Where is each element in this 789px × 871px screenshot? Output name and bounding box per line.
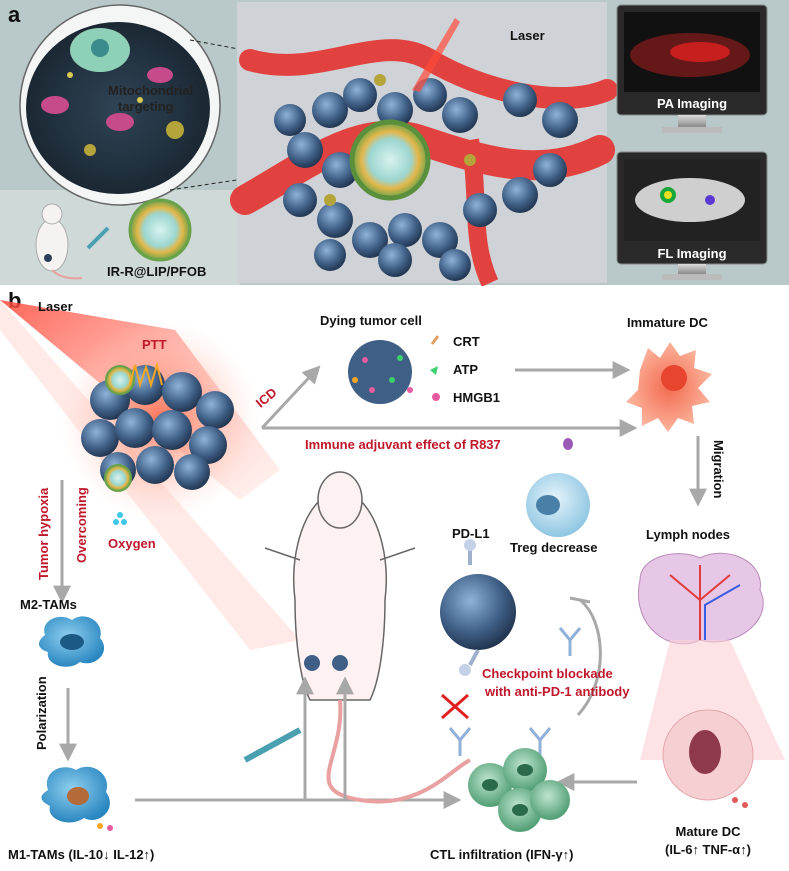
- nanoparticle-small: [166, 121, 184, 139]
- laser-label-b: Laser: [38, 299, 73, 314]
- syringe-icon: [86, 226, 110, 250]
- cell-body: [26, 22, 210, 194]
- atp-label: ATP: [453, 362, 478, 377]
- hmgb1-icon: [432, 393, 440, 401]
- mouse-tail: [326, 699, 471, 804]
- liposome: [349, 119, 431, 201]
- tumor-scene: Laser: [230, 2, 618, 287]
- cell-zoom: Mitochondrial targeting: [19, 4, 221, 206]
- atp-icon: [430, 366, 438, 375]
- syringe-icon: [243, 727, 302, 763]
- block-x-icon: [441, 693, 469, 720]
- pdl1-tumor-cell: [440, 574, 516, 650]
- inhibit-arrow: [576, 598, 602, 717]
- pa-monitor: PA Imaging: [616, 4, 768, 133]
- ptt-tumor: [81, 365, 234, 490]
- mouse-large: [264, 471, 471, 804]
- antibody-icon: [558, 627, 582, 656]
- oxygen-icon: [113, 519, 119, 525]
- crt-label: CRT: [453, 334, 480, 349]
- r837-icon: [563, 438, 573, 450]
- immature-dc-label: Immature DC: [627, 315, 709, 330]
- ptt-label: PTT: [142, 337, 167, 352]
- nanoparticle-label: IR-R@LIP/PFOB: [107, 264, 206, 279]
- laser-fiber: [412, 18, 460, 92]
- m1-tams-label: M1-TAMs (IL-10↓ IL-12↑): [8, 847, 154, 862]
- mitochondrion: [41, 96, 69, 114]
- fl-label: FL Imaging: [657, 246, 726, 261]
- pa-label: PA Imaging: [657, 96, 727, 111]
- tumor-cells: [274, 78, 578, 281]
- tumor-hypoxia-label: Tumor hypoxia: [36, 487, 51, 580]
- mouse-small: [35, 203, 83, 280]
- immune-adjuvant-text: Immune adjuvant effect of R837: [305, 437, 501, 452]
- pdl1-label: PD-L1: [452, 526, 490, 541]
- mitochondrial-targeting-text: Mitochondrial targeting: [108, 83, 197, 114]
- checkpoint-line1: Checkpoint blockade: [482, 666, 613, 681]
- antibody-icon: [448, 727, 472, 756]
- panel-a-label: a: [8, 2, 21, 27]
- icd-arrow: [260, 365, 321, 430]
- polarization-label: Polarization: [34, 676, 49, 750]
- dying-cell-label: Dying tumor cell: [320, 313, 422, 328]
- lymph-nodes-label: Lymph nodes: [646, 527, 730, 542]
- mature-dc-label: Mature DC: [675, 824, 741, 839]
- heat-icon: [129, 361, 163, 389]
- ctl-cells: [468, 748, 570, 832]
- dying-tumor-cell: [348, 340, 412, 404]
- blood-vessel: [239, 39, 618, 110]
- migration-label: Migration: [711, 440, 726, 499]
- cell-text-line1: Mitochondrial: [108, 83, 193, 98]
- panel-a: a Mitochondrial targeting: [0, 0, 789, 287]
- mitochondrion: [147, 67, 173, 83]
- hmgb1-label: HMGB1: [453, 390, 500, 405]
- crt-icon: [430, 335, 440, 345]
- mature-dc-cytokines: (IL-6↑ TNF-α↑): [665, 842, 751, 857]
- treg-label: Treg decrease: [510, 540, 597, 555]
- laser-label-a: Laser: [510, 28, 545, 43]
- checkpoint-line2: with anti-PD-1 antibody: [484, 684, 630, 699]
- panel-b: b Laser PTT ICD Immune adjuvant effect o…: [0, 286, 789, 871]
- mitochondrion: [106, 113, 134, 131]
- overcoming-label: Overcoming: [74, 487, 89, 563]
- fl-monitor: FL Imaging: [616, 151, 768, 280]
- cell-text-line2: targeting: [118, 99, 174, 114]
- antibody-icon: [528, 727, 552, 756]
- ctl-label: CTL infiltration (IFN-γ↑): [430, 847, 573, 862]
- m2-tams-label: M2-TAMs: [20, 597, 77, 612]
- nanoparticle-icon: [128, 198, 192, 262]
- oxygen-label: Oxygen: [108, 536, 156, 551]
